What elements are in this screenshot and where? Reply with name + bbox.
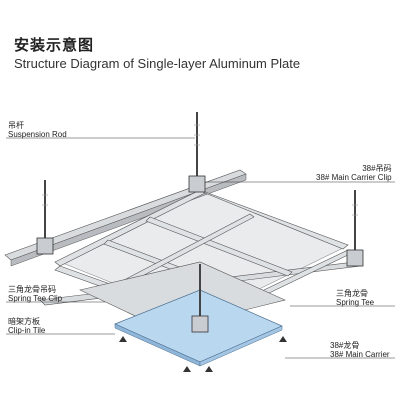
label-main-carrier-clip: 38#吊码 38# Main Carrier Clip <box>316 164 392 182</box>
page-title-cn: 安装示意图 <box>14 36 95 54</box>
label-spring-tee: 三角龙骨 Spring Tee <box>336 289 374 307</box>
label-spring-tee-clip-cn: 三角龙骨吊码 <box>8 285 56 294</box>
leader-lines <box>6 137 395 359</box>
main-carrier-clips <box>36 175 364 333</box>
label-main-carrier: 38#龙骨 38# Main Carrier <box>330 341 390 359</box>
label-spring-tee-clip-en: Spring Tee Clip <box>8 294 63 303</box>
label-main-carrier-clip-en: 38# Main Carrier Clip <box>316 173 392 182</box>
label-clip-in-tile-cn: 暗架方板 <box>8 317 40 326</box>
label-suspension-rod-en: Suspension Rod <box>8 130 67 139</box>
label-spring-tee-clip: 三角龙骨吊码 Spring Tee Clip <box>8 285 62 303</box>
label-spring-tee-en: Spring Tee <box>336 298 375 307</box>
label-clip-in-tile: 暗架方板 Clip-in Tile <box>8 317 45 335</box>
label-main-carrier-cn: 38#龙骨 <box>330 341 360 350</box>
direction-arrows <box>119 336 287 372</box>
label-main-carrier-en: 38# Main Carrier <box>330 350 390 359</box>
rod-threads <box>42 124 358 216</box>
label-suspension-rod-cn: 吊杆 <box>8 121 24 130</box>
label-spring-tee-cn: 三角龙骨 <box>336 289 368 298</box>
label-main-carrier-clip-cn: 38#吊码 <box>362 164 392 173</box>
page-title-en: Structure Diagram of Single-layer Alumin… <box>14 56 301 71</box>
label-clip-in-tile-en: Clip-in Tile <box>8 326 46 335</box>
label-suspension-rod: 吊杆 Suspension Rod <box>8 121 67 139</box>
